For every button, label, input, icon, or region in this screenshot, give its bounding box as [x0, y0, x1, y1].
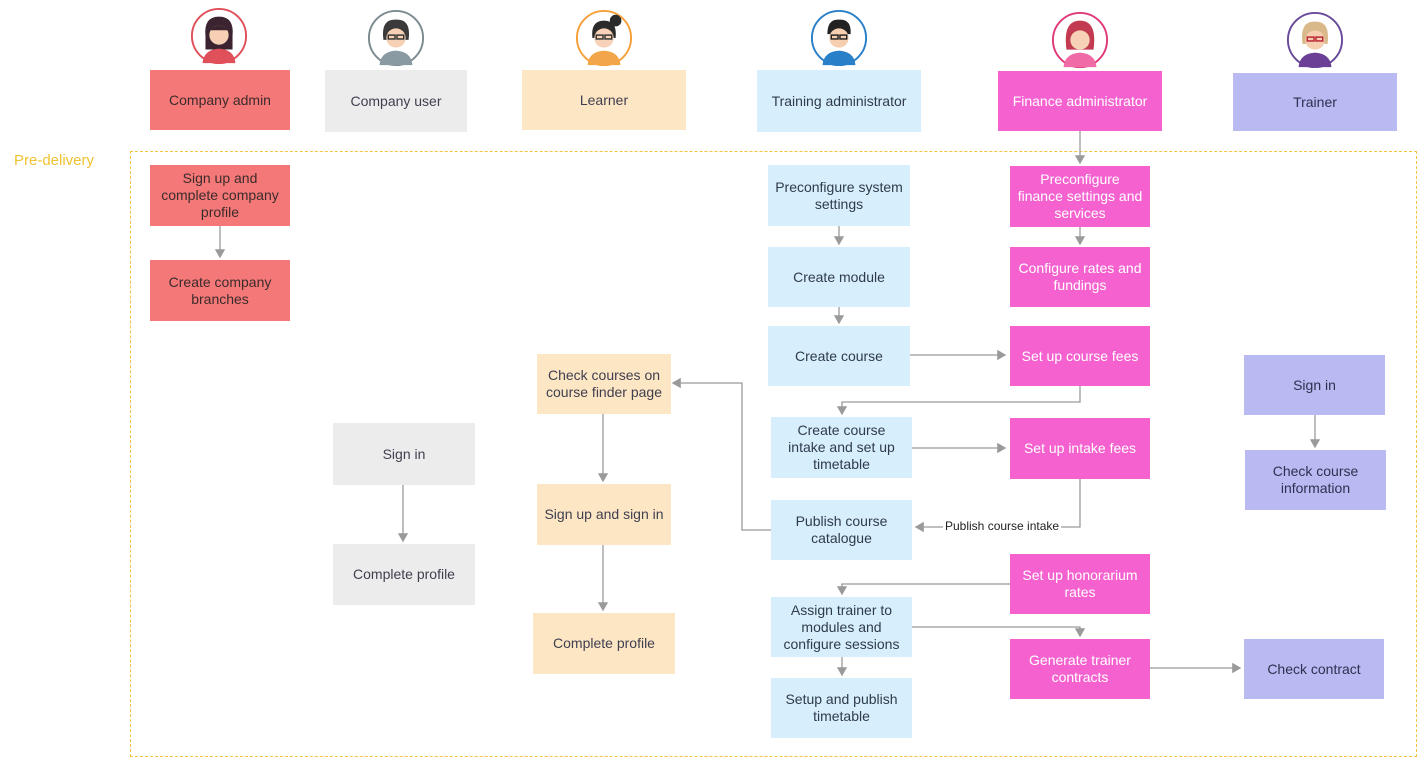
role-learner: Learner: [522, 70, 686, 130]
role-company-user: Company user: [325, 70, 467, 132]
step-tr-check-contract: Check contract: [1244, 639, 1384, 699]
step-le-signup: Sign up and sign in: [537, 484, 671, 545]
step-tr-course-info: Check course information: [1245, 450, 1386, 510]
role-trainer: Trainer: [1233, 73, 1397, 131]
company-admin-avatar-icon: [190, 7, 248, 65]
step-fa-preconfigure: Preconfigure finance settings and servic…: [1010, 166, 1150, 227]
learner-avatar-icon: [575, 9, 633, 67]
step-fa-course-fees: Set up course fees: [1010, 326, 1150, 386]
step-tr-signin: Sign in: [1244, 355, 1385, 415]
role-company-admin: Company admin: [150, 70, 290, 130]
phase-label: Pre-delivery: [14, 152, 95, 169]
step-fa-trainer-contracts: Generate trainer contracts: [1010, 639, 1150, 699]
arrow-fees-to-intake: [836, 386, 1081, 416]
phase-boundary: [130, 151, 1417, 757]
step-ta-preconfigure: Preconfigure system settings: [768, 165, 910, 226]
publish-intake-label: Publish course intake: [943, 519, 1062, 533]
step-ta-create-module: Create module: [768, 247, 910, 307]
step-ta-assign-trainer: Assign trainer to modules and configure …: [771, 597, 912, 657]
step-cu-signin: Sign in: [333, 423, 475, 485]
step-fa-honorarium: Set up honorarium rates: [1010, 554, 1150, 614]
step-fa-intake-fees: Set up intake fees: [1010, 418, 1150, 479]
company-user-avatar-icon: [367, 9, 425, 67]
arrow-publish-to-course-finder: [671, 377, 771, 531]
step-ta-create-course: Create course: [768, 326, 910, 386]
trainer-avatar-icon: [1286, 11, 1344, 69]
arrow-assign-to-contracts: [912, 626, 1086, 638]
training-admin-avatar-icon: [810, 9, 868, 67]
step-ca-signup: Sign up and complete company profile: [150, 165, 290, 226]
arrow-honor-to-assign: [836, 583, 1010, 596]
role-training-administrator: Training administrator: [757, 70, 921, 132]
step-le-check-courses: Check courses on course finder page: [537, 354, 671, 414]
step-fa-configure-rates: Configure rates and fundings: [1010, 247, 1150, 307]
step-cu-profile: Complete profile: [333, 544, 475, 605]
role-finance-administrator: Finance administrator: [998, 71, 1162, 131]
step-ta-publish-catalogue: Publish course catalogue: [771, 500, 912, 560]
step-ca-branches: Create company branches: [150, 260, 290, 321]
finance-admin-avatar-icon: [1051, 11, 1109, 69]
step-ta-setup-timetable: Setup and publish timetable: [771, 678, 912, 738]
step-le-profile: Complete profile: [533, 613, 675, 674]
step-ta-create-intake: Create course intake and set up timetabl…: [771, 417, 912, 478]
